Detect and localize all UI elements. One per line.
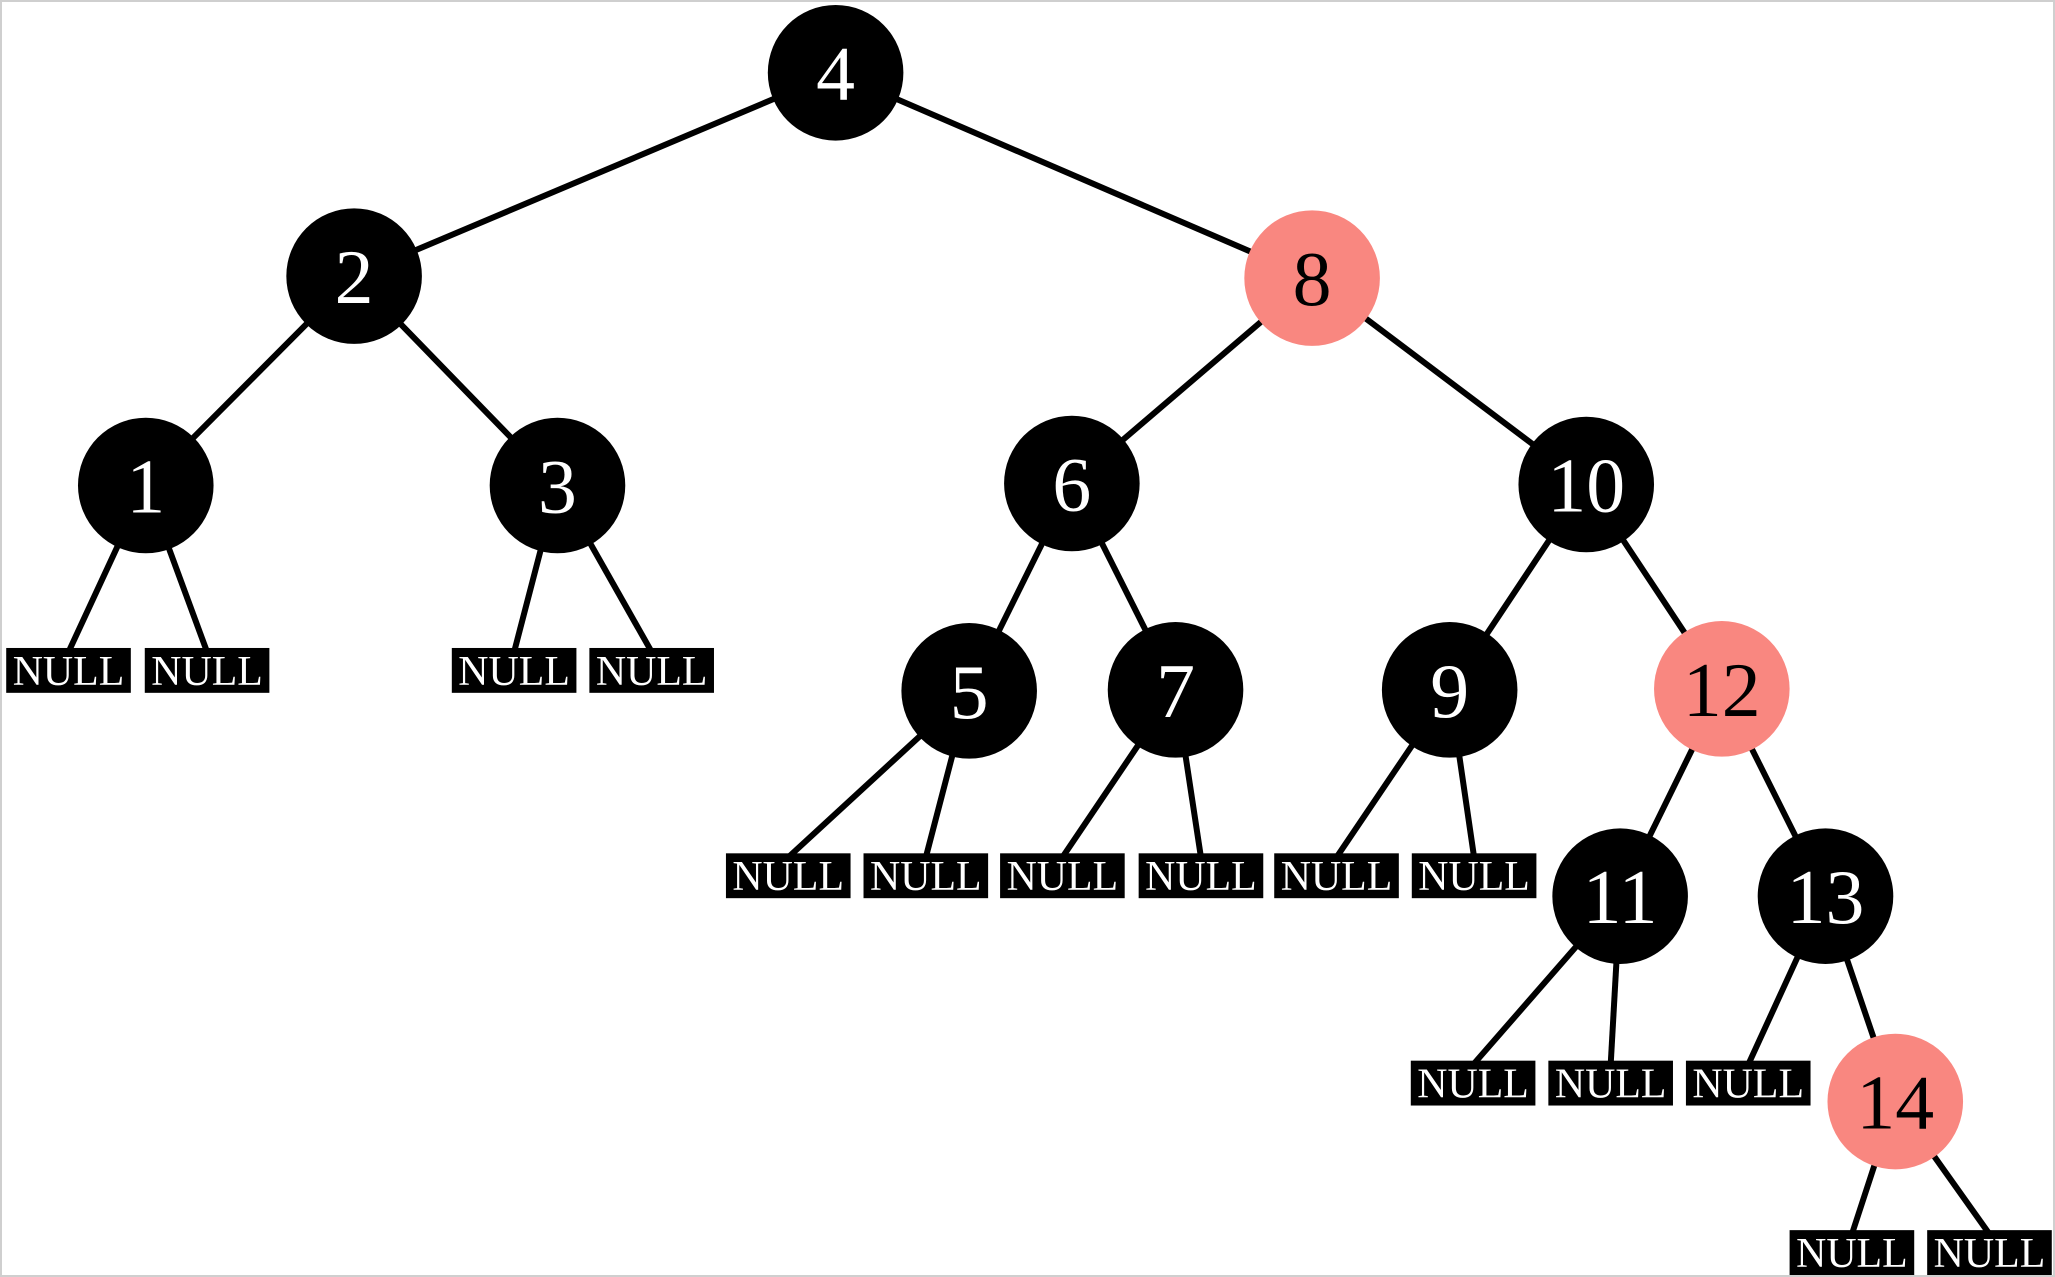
tree-node-6-black — [1004, 415, 1140, 552]
null-leaf-1-right — [144, 647, 270, 693]
null-leaf-11-right-label: NULL — [1555, 1062, 1667, 1108]
tree-node-7-black — [1107, 622, 1244, 758]
tree-node-11-black — [1552, 828, 1688, 964]
null-leaf-7-right-label: NULL — [1145, 854, 1257, 900]
null-leaf-5-right — [863, 853, 989, 899]
tree-edge-4-8 — [834, 70, 1314, 281]
null-leaf-1-right-label: NULL — [151, 649, 263, 695]
tree-node-5-label: 5 — [950, 649, 989, 735]
null-leaf-5-right-label: NULL — [870, 854, 982, 900]
tree-node-7-label: 7 — [1156, 648, 1195, 734]
null-leaf-3-left — [451, 647, 577, 693]
null-leaf-1-left-label: NULL — [13, 649, 125, 695]
tree-node-14-red — [1827, 1033, 1964, 1170]
tree-node-13-black — [1757, 828, 1894, 964]
null-leaf-14-left — [1789, 1230, 1915, 1275]
null-leaf-3-right-label: NULL — [596, 649, 708, 695]
null-leaf-13-left-label: NULL — [1692, 1062, 1804, 1108]
tree-node-11-label: 11 — [1583, 854, 1658, 940]
null-leaf-1-left — [6, 647, 131, 693]
null-leaf-9-right — [1411, 853, 1537, 899]
null-leaf-11-left-label: NULL — [1417, 1062, 1529, 1108]
null-leaf-11-right — [1548, 1060, 1673, 1106]
null-leaf-14-right — [1927, 1230, 2052, 1275]
null-leaf-11-left — [1410, 1060, 1536, 1106]
tree-node-2-label: 2 — [335, 234, 374, 320]
null-leaf-14-right-label: NULL — [1934, 1231, 2046, 1275]
tree-node-5-black — [901, 623, 1037, 759]
tree-node-10-black — [1518, 416, 1655, 553]
tree-node-4-label: 4 — [816, 31, 855, 117]
null-leaf-5-left-label: NULL — [732, 854, 844, 900]
tree-node-12-red — [1654, 621, 1790, 757]
null-leaf-9-left-label: NULL — [1281, 854, 1393, 900]
tree-node-6-label: 6 — [1052, 441, 1091, 527]
tree-node-8-red — [1244, 210, 1380, 346]
tree-node-12-label: 12 — [1683, 647, 1761, 733]
null-leaf-9-left — [1274, 853, 1399, 899]
null-leaf-7-right — [1138, 853, 1264, 899]
tree-node-10-label: 10 — [1547, 442, 1625, 528]
tree-node-4-black — [767, 4, 904, 141]
tree-node-3-label: 3 — [538, 443, 577, 529]
null-leaf-14-left-label: NULL — [1796, 1231, 1908, 1275]
tree-node-2-black — [286, 208, 422, 344]
null-leaf-7-left — [1000, 853, 1125, 899]
tree-node-14-label: 14 — [1856, 1059, 1934, 1145]
tree-node-8-label: 8 — [1293, 236, 1332, 322]
tree-node-1-label: 1 — [126, 443, 165, 529]
null-leaf-7-left-label: NULL — [1007, 854, 1119, 900]
null-leaf-3-left-label: NULL — [458, 649, 570, 695]
tree-node-9-label: 9 — [1430, 648, 1469, 734]
tree-node-1-black — [77, 417, 214, 554]
tree-node-9-black — [1381, 622, 1518, 758]
tree-node-3-black — [489, 417, 626, 554]
tree-node-13-label: 13 — [1787, 854, 1865, 940]
null-leaf-3-right — [589, 647, 714, 693]
null-leaf-5-left — [725, 853, 851, 899]
null-leaf-9-right-label: NULL — [1418, 854, 1530, 900]
null-leaf-13-left — [1685, 1060, 1811, 1106]
tree-edge-4-2 — [352, 70, 837, 279]
